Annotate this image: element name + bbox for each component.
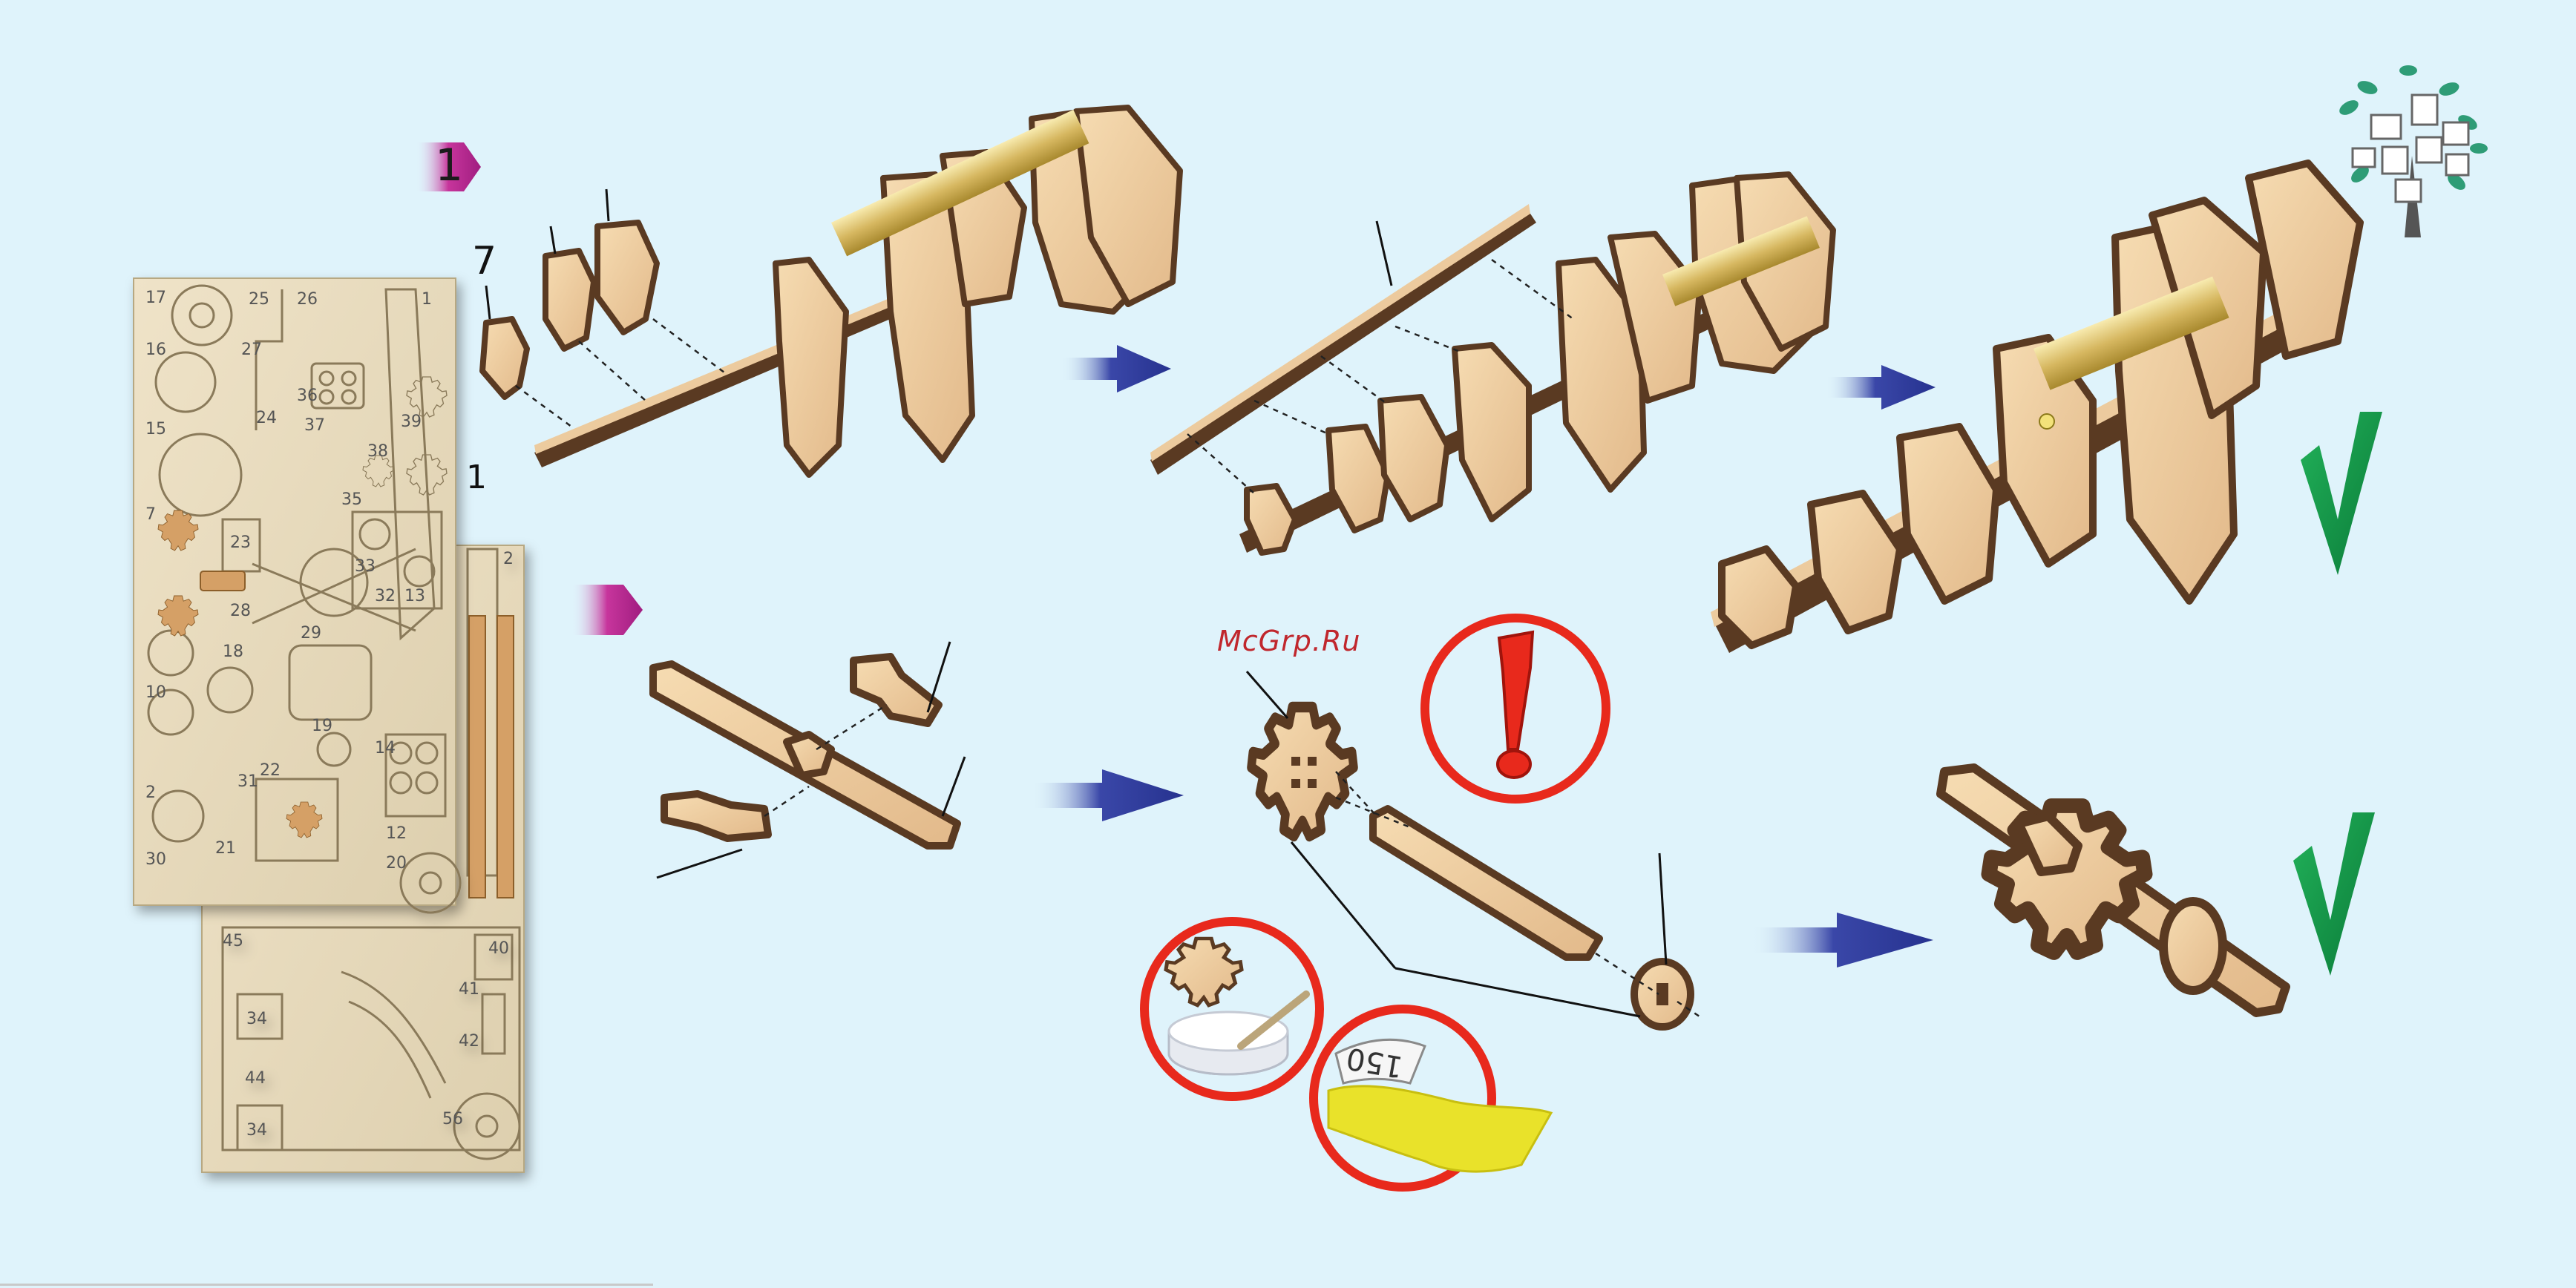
part-label: 7 bbox=[472, 239, 496, 283]
sheet-number: 42 bbox=[459, 1032, 479, 1051]
checkmark-icon bbox=[2301, 412, 2382, 575]
frame-assembly-exploded bbox=[482, 108, 1180, 475]
sheet-number: 25 bbox=[249, 290, 269, 309]
tree-logo-icon bbox=[2337, 65, 2488, 237]
checkmark-icon bbox=[2293, 812, 2375, 976]
watermark-text: McGrp.Ru bbox=[1217, 625, 1360, 657]
shaft-parts-exploded bbox=[653, 642, 965, 878]
sheet-number: 24 bbox=[256, 409, 277, 427]
sheet-number: 29 bbox=[301, 624, 321, 643]
sheet-number: 31 bbox=[237, 772, 258, 791]
sheet-number: 36 bbox=[297, 387, 318, 405]
sheet-number: 15 bbox=[145, 420, 166, 438]
sheet-number: 30 bbox=[145, 850, 166, 869]
sheet-page-mark: 2 bbox=[503, 550, 514, 568]
sheet-number: 56 bbox=[442, 1110, 463, 1128]
sheet-page-mark: 1 bbox=[422, 290, 432, 309]
sheet-number: 16 bbox=[145, 341, 166, 359]
sheet-number: 39 bbox=[401, 413, 422, 431]
sheet-number: 38 bbox=[367, 442, 388, 461]
glue-pot-icon bbox=[1144, 921, 1320, 1097]
right-arrow-icon bbox=[1751, 913, 1933, 967]
sheet-number: 27 bbox=[241, 341, 262, 359]
sheet-number: 23 bbox=[230, 533, 251, 552]
sheet-number: 33 bbox=[355, 557, 376, 576]
sheet-number: 34 bbox=[246, 1010, 267, 1028]
sheet-number: 34 bbox=[246, 1121, 267, 1140]
sheet-number: 37 bbox=[304, 416, 325, 435]
sheet-number: 21 bbox=[215, 839, 236, 858]
sheet-number: 7 bbox=[145, 505, 156, 524]
frame-assembly-aligning bbox=[1150, 174, 1833, 553]
sheet-number: 26 bbox=[297, 290, 318, 309]
sheet-number: 20 bbox=[386, 854, 407, 873]
right-arrow-icon bbox=[1032, 769, 1184, 821]
sheet-number: 2 bbox=[145, 783, 156, 802]
right-arrow-icon bbox=[1061, 345, 1171, 392]
step-number: 1 bbox=[435, 139, 463, 191]
sheet-number: 32 bbox=[375, 587, 396, 605]
sheet-number: 22 bbox=[260, 761, 281, 780]
sheet-number: 40 bbox=[488, 939, 509, 958]
sheet-number: 28 bbox=[230, 602, 251, 620]
sheet-number: 44 bbox=[245, 1069, 266, 1088]
step-badge-icon bbox=[571, 585, 643, 635]
sheet-number: 41 bbox=[459, 980, 479, 999]
part-label: 1 bbox=[466, 459, 487, 496]
sheet-number: 12 bbox=[386, 824, 407, 843]
exclamation-warning-icon bbox=[1425, 618, 1606, 799]
sheet-number: 18 bbox=[223, 643, 243, 661]
right-arrow-icon bbox=[1826, 365, 1936, 410]
sheet-number: 35 bbox=[341, 490, 362, 509]
sandpaper-icon: 150 bbox=[1314, 1009, 1551, 1187]
sheet-number: 13 bbox=[404, 587, 425, 605]
sheet-number: 17 bbox=[145, 289, 166, 307]
gear-shaft-assembled bbox=[1941, 768, 2286, 1013]
divider bbox=[0, 1284, 653, 1286]
sheet-number: 19 bbox=[312, 717, 332, 735]
sheet-number: 10 bbox=[145, 683, 166, 702]
sheet-number: 45 bbox=[223, 932, 243, 950]
sheet-number: 14 bbox=[375, 739, 396, 758]
